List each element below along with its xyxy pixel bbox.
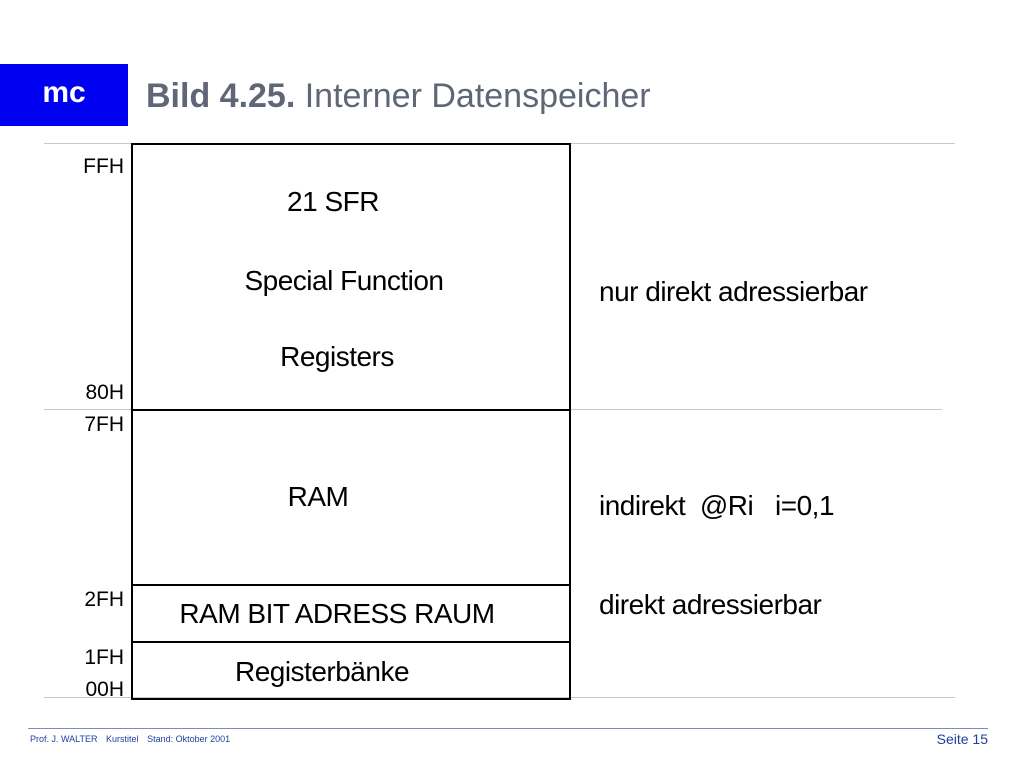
footer-info: Prof. J. WALTER Kurstitel Stand: Oktober…	[30, 734, 236, 744]
divider-bit-register	[131, 641, 569, 643]
footer-date: Stand: Oktober 2001	[147, 734, 231, 744]
memory-map-box	[131, 143, 571, 700]
slide-title: Bild 4.25. Interner Datenspeicher	[146, 76, 651, 116]
bit-area-label: RAM BIT ADRESS RAUM	[179, 598, 495, 629]
logo-box: mc	[0, 64, 128, 126]
divider-ram-bit	[131, 584, 569, 586]
address-7fh: 7FH	[84, 413, 124, 436]
title-text: Interner Datenspeicher	[304, 77, 651, 115]
address-2fh: 2FH	[84, 588, 124, 611]
sfr-count-label: 21 SFR	[287, 186, 379, 217]
divider-sfr-ram	[131, 409, 569, 411]
guide-line-bottom	[44, 697, 955, 698]
ram-label: RAM	[287, 481, 349, 512]
address-1fh: 1FH	[84, 646, 124, 669]
page-number: Seite 15	[936, 731, 988, 747]
ram-description: indirekt @Ri i=0,1	[599, 490, 835, 521]
sfr-name-line2: Registers	[280, 341, 394, 372]
register-banks-label: Registerbänke	[234, 656, 410, 687]
logo-text: mc	[42, 76, 86, 109]
address-00h: 00H	[85, 678, 124, 701]
address-ffh: FFH	[83, 155, 124, 178]
footer-divider	[28, 728, 988, 729]
footer-course: Kurstitel	[106, 734, 139, 744]
address-80h: 80H	[85, 381, 124, 404]
footer-author: Prof. J. WALTER	[30, 734, 98, 744]
sfr-description: nur direkt adressierbar	[599, 276, 868, 307]
title-figure-number: Bild 4.25.	[146, 77, 296, 115]
sfr-name-line1: Special Function	[244, 265, 444, 296]
bit-area-description: direkt adressierbar	[599, 589, 822, 620]
